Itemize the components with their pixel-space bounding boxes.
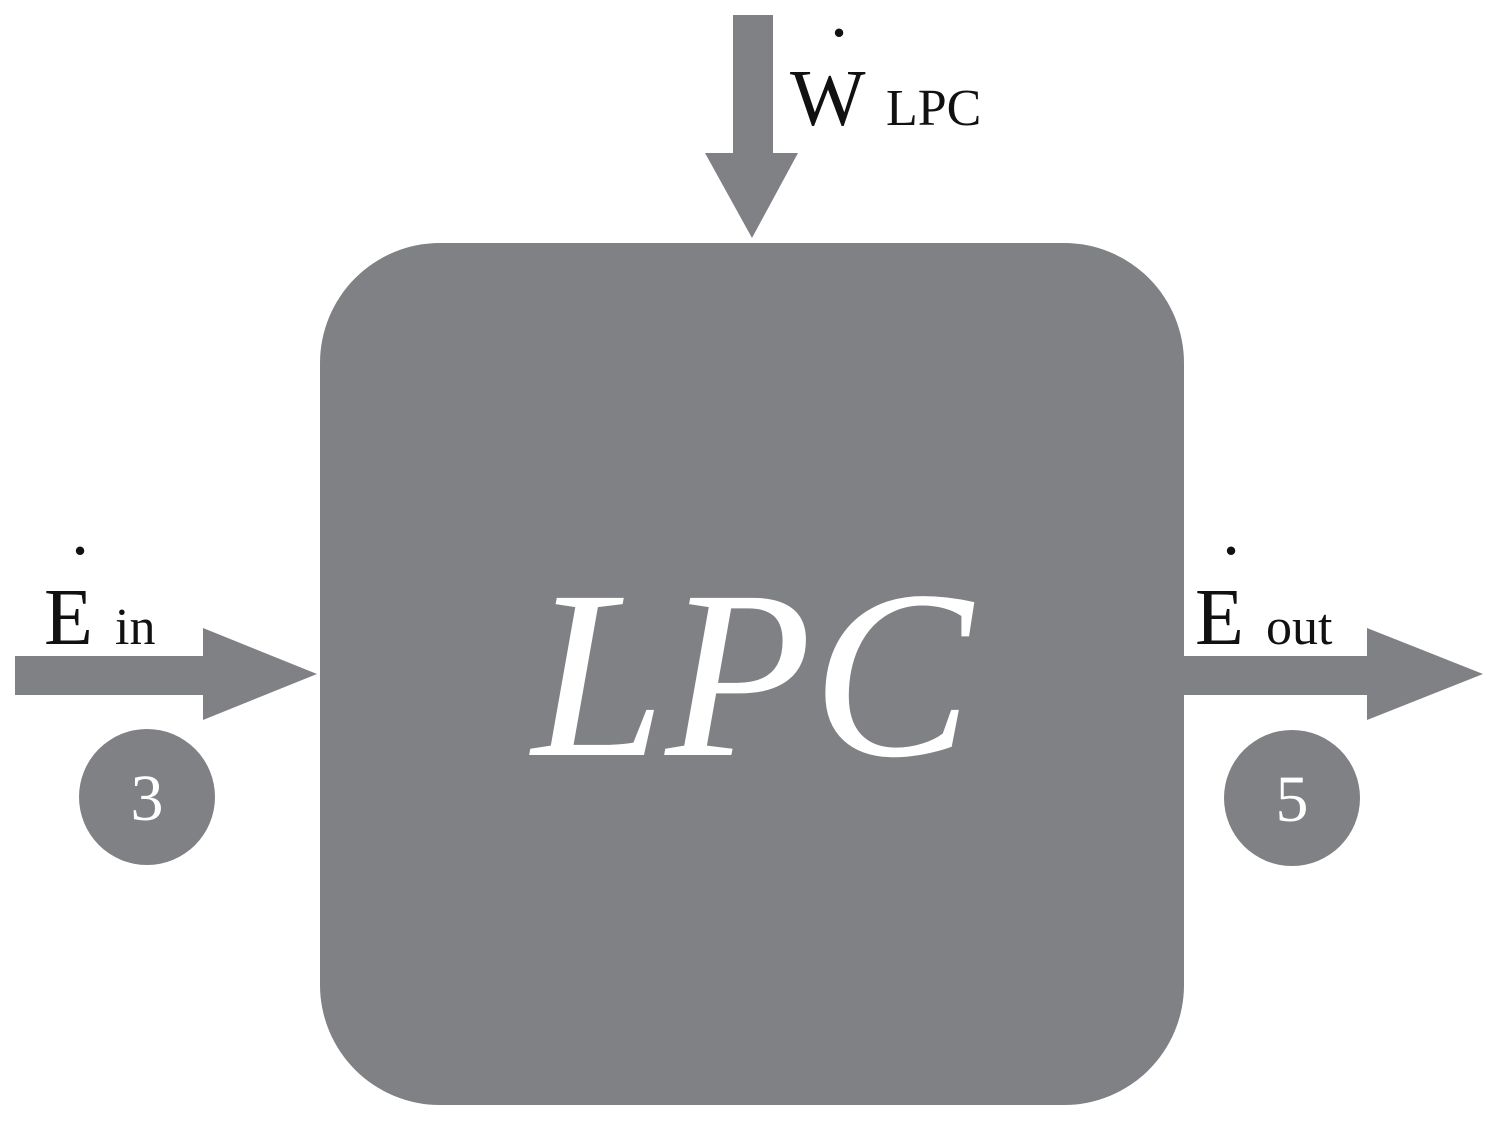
work-arrow-shaft — [733, 15, 773, 155]
port-3-badge: 3 — [79, 729, 215, 865]
lpc-block — [320, 243, 1184, 1105]
port-5-number: 5 — [1276, 763, 1309, 836]
port-5-badge: 5 — [1224, 730, 1360, 866]
work-input-arrow — [705, 15, 798, 238]
port-3-number: 3 — [131, 762, 164, 835]
energy-out-arrow-shaft — [1183, 656, 1371, 695]
energy-in-sub: in — [115, 599, 155, 656]
energy-out-arrow-head — [1367, 628, 1483, 720]
energy-out-arrow — [1183, 628, 1483, 720]
port-3-circle — [79, 729, 215, 865]
energy-in-arrow-head — [203, 628, 317, 720]
energy-out-label: ˙ E out — [1195, 530, 1333, 662]
work-arrow-head — [705, 153, 798, 238]
work-label-main: W — [790, 55, 866, 143]
work-label: ˙ W LPC — [790, 12, 981, 143]
energy-in-arrow — [15, 628, 317, 720]
energy-in-dot: ˙ — [67, 530, 94, 618]
energy-in-main: E — [44, 574, 93, 662]
energy-out-main: E — [1195, 574, 1244, 662]
energy-out-dot: ˙ — [1218, 530, 1245, 618]
port-5-circle — [1224, 730, 1360, 866]
energy-out-sub: out — [1266, 599, 1333, 656]
energy-in-label: ˙ E in — [44, 530, 155, 662]
work-label-dot: ˙ — [826, 12, 853, 100]
work-label-sub: LPC — [886, 80, 981, 137]
energy-in-arrow-shaft — [15, 656, 207, 695]
block-label: LPC — [529, 541, 975, 807]
